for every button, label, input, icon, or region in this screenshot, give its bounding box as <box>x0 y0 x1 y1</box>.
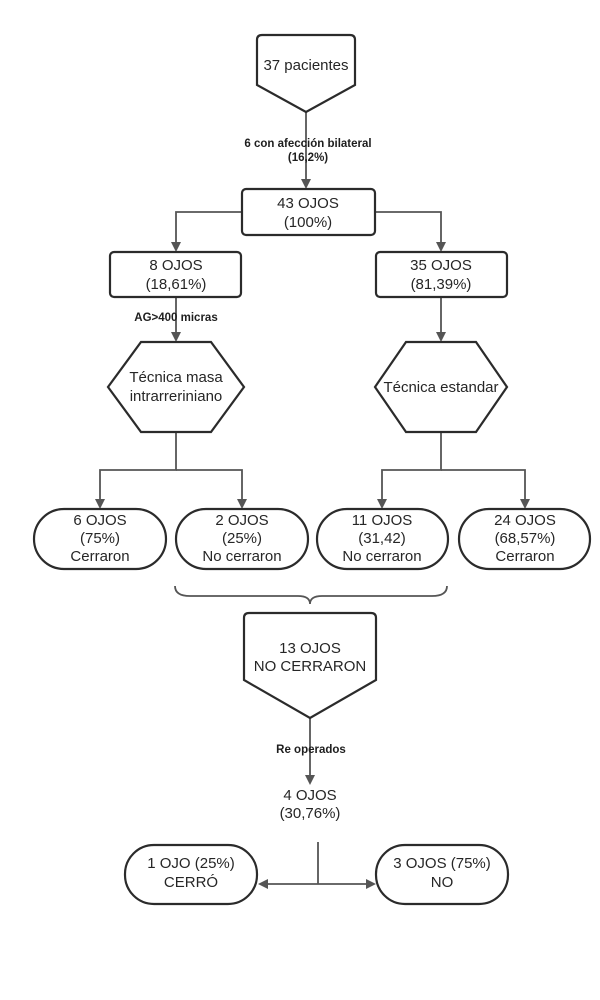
final-not-closed-terminal <box>374 843 510 906</box>
final-closed-line2: CERRÓ <box>164 874 218 891</box>
not-closed-node-shape <box>242 611 378 720</box>
outcome-3-line1: 11 OJOS <box>352 512 413 529</box>
outcome-2-line2: (25%) <box>222 530 262 547</box>
technique-right-label: Técnica estandar <box>383 379 498 396</box>
outcome-2-line1: 2 OJOS <box>215 512 268 529</box>
technique-right-hexagon <box>373 340 509 434</box>
not-closed-line1: 13 OJOS <box>279 640 341 657</box>
ag-note-label: AG>400 micras <box>134 312 217 324</box>
outcome-3-terminal <box>315 507 450 571</box>
connectors <box>95 112 530 889</box>
outcome-2-line3: No cerraron <box>202 548 281 565</box>
bilateral-note-line1: 6 con afección bilateral <box>244 138 371 150</box>
final-not-closed-line2: NO <box>431 874 454 891</box>
start-label: 37 pacientes <box>263 57 348 74</box>
outcome-4-line1: 24 OJOS <box>494 512 556 529</box>
not-closed-line2: NO CERRARON <box>254 658 367 675</box>
reoperated-eyes-line2: (30,76%) <box>280 805 341 822</box>
left-group-box <box>108 250 243 299</box>
outcome-1-line1: 6 OJOS <box>73 512 126 529</box>
final-not-closed-line1: 3 OJOS (75%) <box>393 855 491 872</box>
outcome-1-line3: Cerraron <box>70 548 129 565</box>
reoperated-eyes-line1: 4 OJOS <box>283 787 336 804</box>
start-node-shape <box>255 33 357 114</box>
outcome-1-line2: (75%) <box>80 530 120 547</box>
outcome-4-line2: (68,57%) <box>495 530 556 547</box>
outcome-3-line2: (31,42) <box>358 530 406 547</box>
technique-left-line2: intrarreriniano <box>130 388 223 405</box>
reoperated-note-label: Re operados <box>276 744 346 756</box>
total-eyes-line2: (100%) <box>284 214 332 231</box>
total-eyes-line1: 43 OJOS <box>277 195 339 212</box>
bilateral-note-line2: (16,2%) <box>288 152 328 164</box>
outcome-4-terminal <box>457 507 592 571</box>
final-closed-terminal <box>123 843 259 906</box>
total-eyes-box <box>240 187 377 237</box>
technique-left-line1: Técnica masa <box>129 369 223 386</box>
technique-left-hexagon <box>106 340 246 434</box>
right-group-line1: 35 OJOS <box>410 257 472 274</box>
outcome-4-line3: Cerraron <box>495 548 554 565</box>
outcome-1-terminal <box>32 507 168 571</box>
outcome-2-terminal <box>174 507 310 571</box>
outcome-3-line3: No cerraron <box>342 548 421 565</box>
left-group-line2: (18,61%) <box>146 276 207 293</box>
final-closed-line1: 1 OJO (25%) <box>147 855 235 872</box>
right-group-line2: (81,39%) <box>411 276 472 293</box>
right-group-box <box>374 250 509 299</box>
left-group-line1: 8 OJOS <box>149 257 202 274</box>
